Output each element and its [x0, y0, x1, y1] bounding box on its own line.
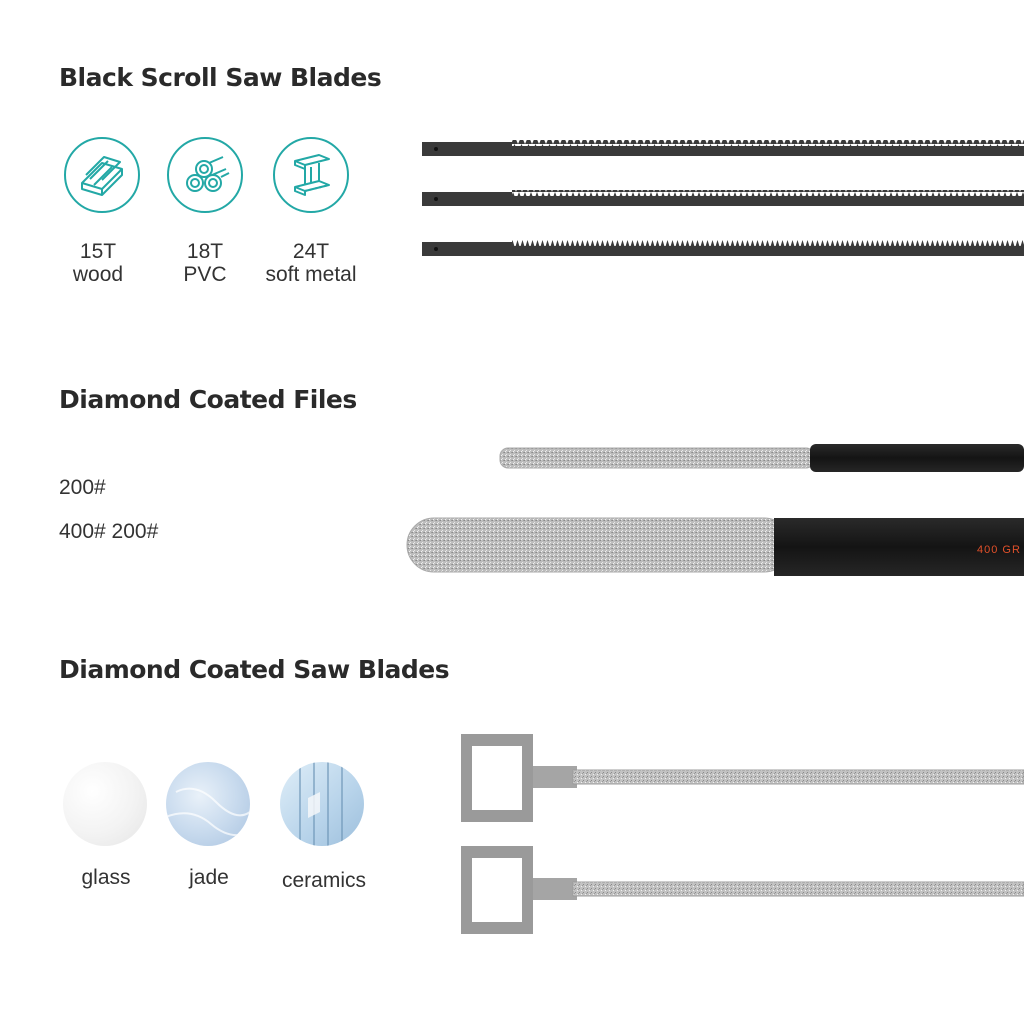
scroll-saw-blades-image — [422, 140, 1024, 256]
blade-18t-label: 18T PVC — [163, 240, 247, 286]
material-label-ceramics: ceramics — [281, 869, 366, 892]
i-beam-icon — [273, 137, 349, 213]
diamond-saw-blade-1 — [461, 734, 1024, 822]
grit-label-small: 200# — [59, 476, 106, 499]
scroll-blade-18t — [422, 190, 1024, 206]
tpi-text: 18T — [186, 240, 224, 263]
diamond-files-image — [406, 444, 1024, 576]
diamond-saw-blade-2 — [461, 846, 1024, 934]
grit-label-large: 400# 200# — [59, 520, 159, 543]
blade-15t-label: 15T wood — [55, 240, 141, 286]
large-diamond-file — [406, 517, 1024, 576]
material-text: soft metal — [265, 263, 357, 286]
section-title-scroll-blades: Black Scroll Saw Blades — [59, 63, 382, 92]
material-label-jade: jade — [189, 866, 229, 889]
file-handle-text: 400 GR — [977, 544, 1021, 556]
small-diamond-file — [499, 444, 1024, 472]
blade-24t-label: 24T soft metal — [250, 240, 372, 286]
scroll-blade-24t — [422, 240, 1024, 256]
material-label-glass: glass — [81, 866, 131, 889]
jade-sample-image — [166, 762, 250, 846]
ceramics-sample-image — [280, 762, 364, 846]
material-text: PVC — [183, 263, 227, 286]
scroll-blade-15t — [422, 140, 1024, 156]
tpi-text: 15T — [79, 240, 117, 263]
section-title-diamond-blades: Diamond Coated Saw Blades — [59, 655, 450, 684]
glass-sample-image — [63, 762, 147, 846]
wood-planks-icon — [64, 137, 140, 213]
section-title-diamond-files: Diamond Coated Files — [59, 385, 357, 414]
material-text: wood — [72, 263, 124, 286]
pvc-pipes-icon — [167, 137, 243, 213]
diamond-saw-blades-image — [461, 734, 1024, 934]
tpi-text: 24T — [292, 240, 330, 263]
